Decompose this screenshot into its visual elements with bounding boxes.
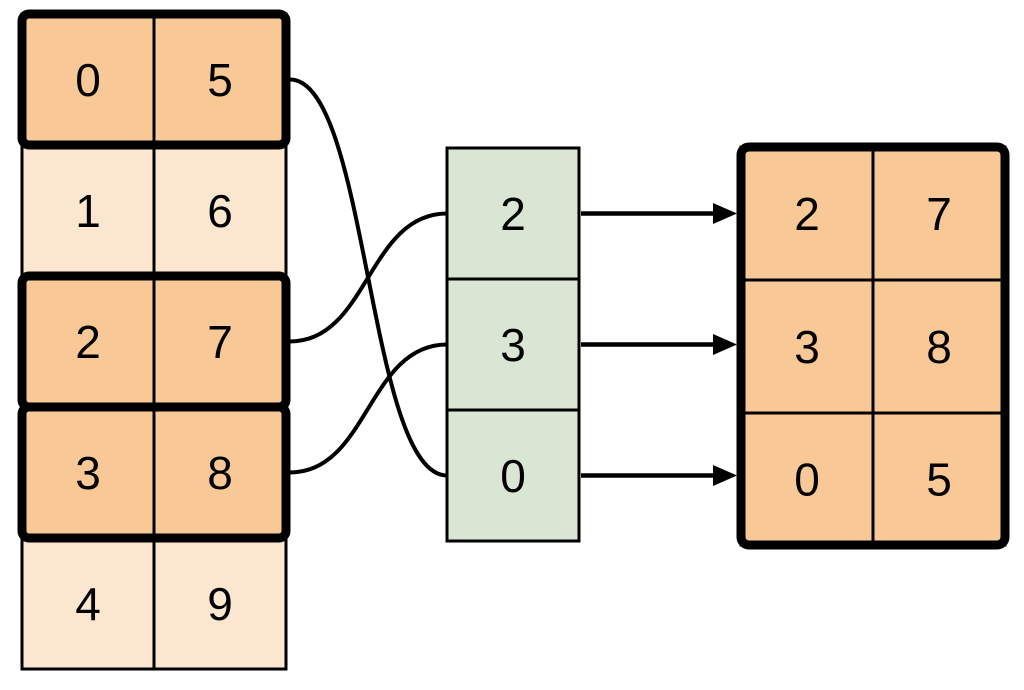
result-table: 2 7 3 8 0 5 — [736, 142, 1010, 550]
cell-value: 3 — [75, 447, 101, 499]
cell-value: 7 — [207, 316, 233, 368]
index-cell-bg — [445, 146, 581, 281]
index-cell-bg — [445, 408, 581, 543]
source-cell-bg — [20, 143, 156, 278]
arrowhead-icon — [713, 334, 737, 355]
arrowhead-icon — [713, 203, 737, 224]
source-cell-bg — [152, 536, 288, 671]
cell-value: 2 — [75, 316, 101, 368]
arrow — [581, 465, 737, 486]
result-value: 8 — [926, 321, 952, 373]
connector-curve-row2-to-index2 — [289, 211, 448, 344]
source-row-4 — [20, 536, 288, 671]
result-table-border — [736, 142, 1010, 550]
cell-value: 6 — [207, 185, 233, 237]
highlight-border — [17, 402, 291, 543]
source-row-1 — [20, 143, 288, 278]
result-cell-bg — [871, 411, 1007, 547]
result-value: 0 — [794, 454, 820, 506]
index-cell-bg — [445, 277, 581, 412]
result-value: 2 — [794, 188, 820, 240]
highlight-border — [17, 9, 291, 150]
cell-value: 0 — [75, 54, 101, 106]
index-to-result-arrows — [581, 203, 737, 486]
source-row-2-highlighted — [17, 271, 291, 412]
connector-curve-row3-to-index3 — [289, 342, 448, 475]
source-table: 0 5 1 6 2 7 3 8 4 9 — [17, 9, 291, 671]
connector-curves — [289, 77, 448, 478]
index-value: 0 — [500, 450, 526, 502]
arrow — [581, 334, 737, 355]
source-row-0-highlighted — [17, 9, 291, 150]
result-value: 7 — [926, 188, 952, 240]
result-cell-bg — [739, 278, 875, 415]
cell-value: 4 — [75, 578, 101, 630]
index-column: 2 3 0 — [445, 146, 581, 543]
arrowhead-icon — [713, 465, 737, 486]
result-cell-bg — [739, 411, 875, 547]
source-cell-bg — [152, 143, 288, 278]
index-value: 3 — [500, 319, 526, 371]
arrow — [581, 203, 737, 224]
source-row-3-highlighted — [17, 402, 291, 543]
cell-value: 9 — [207, 578, 233, 630]
source-cell-bg — [152, 274, 288, 409]
result-value: 5 — [926, 454, 952, 506]
source-cell-bg — [152, 12, 288, 147]
index-value: 2 — [500, 188, 526, 240]
cell-value: 1 — [75, 185, 101, 237]
cell-value: 5 — [207, 54, 233, 106]
result-cell-bg — [871, 278, 1007, 415]
result-value: 3 — [794, 321, 820, 373]
cell-value: 8 — [207, 447, 233, 499]
